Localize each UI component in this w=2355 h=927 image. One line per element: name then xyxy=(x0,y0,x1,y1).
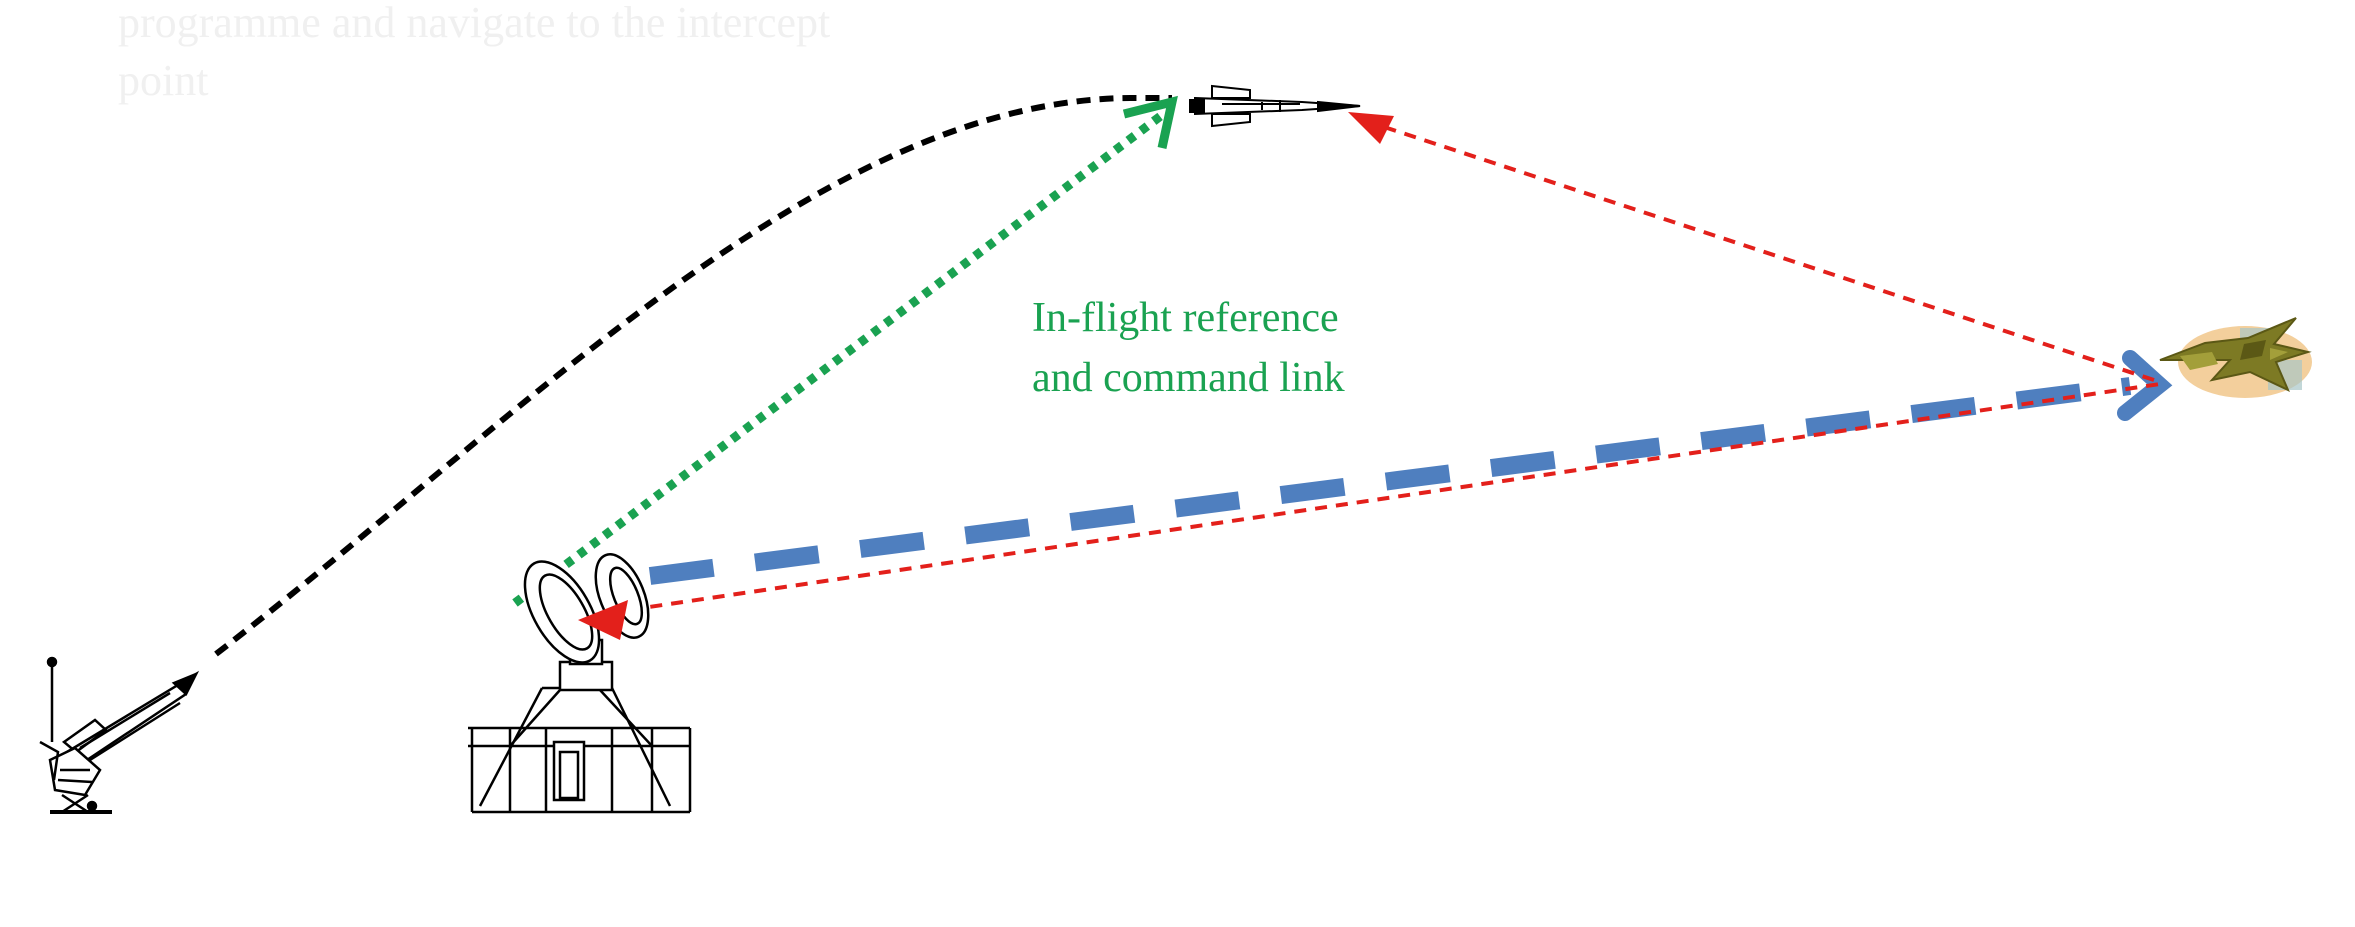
missile-icon xyxy=(1189,84,1361,128)
target-to-missile-illumination-line xyxy=(1371,121,2155,382)
command-link-arrowhead xyxy=(1122,95,1178,149)
tracking-beam-line xyxy=(648,377,2132,585)
command-link-label-line-1: In-flight reference xyxy=(1032,295,1339,341)
command-link-label: In-flight reference and command link xyxy=(1032,288,1345,408)
missile-illumination-arrowhead xyxy=(1348,112,1394,144)
background-caption-line-1: programme and navigate to the intercept xyxy=(118,0,831,47)
radar-illumination-arrowhead xyxy=(578,600,628,640)
radar-to-target-illumination-line xyxy=(587,382,2161,618)
background-caption: programme and navigate to the intercept … xyxy=(118,0,938,110)
missile-trajectory-line xyxy=(214,95,1172,657)
missile-launcher-icon xyxy=(39,656,200,814)
tracking-beam-hook xyxy=(2117,350,2173,421)
tracking-radar-icon xyxy=(468,553,692,814)
target-aircraft-icon xyxy=(2159,317,2312,398)
command-link-label-line-2: and command link xyxy=(1032,355,1345,401)
background-caption-line-2: point xyxy=(118,56,209,105)
command-link-line xyxy=(512,108,1169,607)
